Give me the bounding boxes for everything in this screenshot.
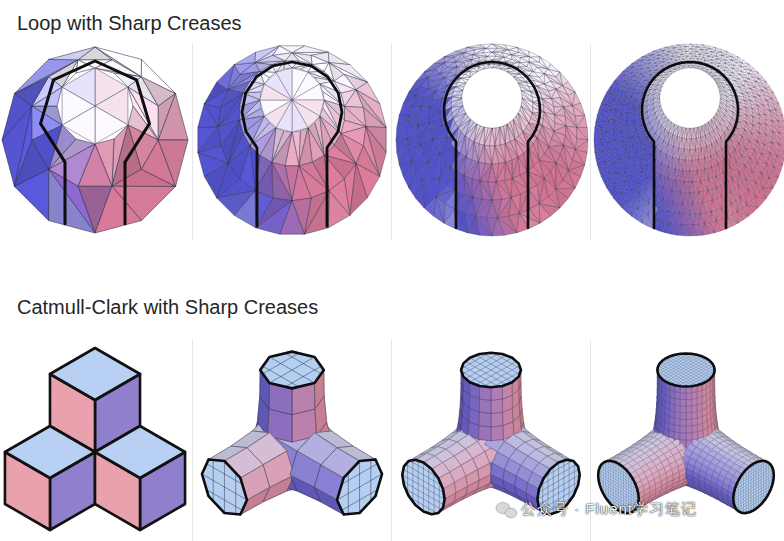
page: Loop with Sharp CreasesCatmull-Clark wit… — [0, 0, 784, 541]
